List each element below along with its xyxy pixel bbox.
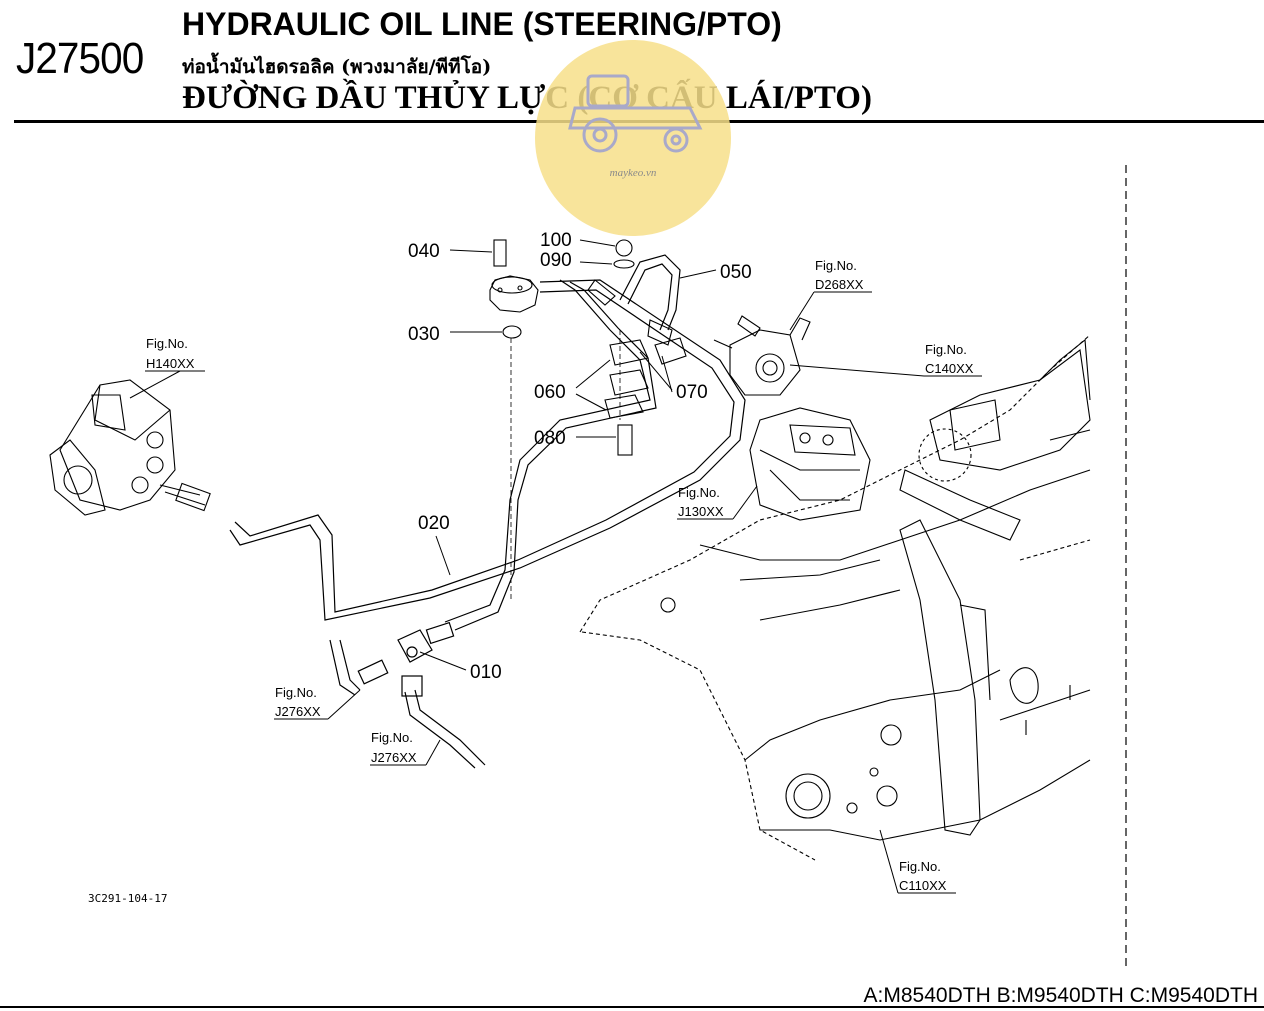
watermark-text: maykeo.vn bbox=[610, 167, 657, 179]
fig-label-j276-b: Fig.No. bbox=[371, 730, 413, 745]
fig-ref-h140: H140XX bbox=[146, 356, 195, 371]
part-label-080: 080 bbox=[534, 428, 566, 449]
part-label-060: 060 bbox=[534, 382, 566, 403]
figure-reference-labels: Fig.No. H140XX Fig.No. D268XX Fig.No. C1… bbox=[146, 258, 974, 893]
part-label-020: 020 bbox=[418, 513, 450, 534]
part-labels: 040 100 090 050 030 060 070 080 020 010 bbox=[408, 230, 752, 683]
flange-block bbox=[489, 239, 539, 339]
page-code: J27500 bbox=[16, 34, 144, 83]
part-label-070: 070 bbox=[676, 382, 708, 403]
fig-ref-c110: C110XX bbox=[899, 878, 947, 893]
fig-label-c140: Fig.No. bbox=[925, 342, 967, 357]
fig-ref-j276-a: J276XX bbox=[275, 704, 321, 719]
tee-fitting bbox=[357, 621, 455, 697]
fig-label-d268: Fig.No. bbox=[815, 258, 857, 273]
drawing-number: 3C291-104-17 bbox=[88, 892, 168, 905]
figure-references bbox=[129, 291, 982, 894]
fig-label-c110: Fig.No. bbox=[899, 859, 941, 874]
part-label-030: 030 bbox=[408, 324, 440, 345]
footer-rule bbox=[0, 1006, 1264, 1008]
fig-ref-j276-b: J276XX bbox=[371, 750, 417, 765]
part-label-050: 050 bbox=[720, 262, 752, 283]
part-label-100: 100 bbox=[540, 230, 572, 251]
fig-ref-j130: J130XX bbox=[678, 504, 724, 519]
fig-label-j130: Fig.No. bbox=[678, 485, 720, 500]
clamps bbox=[587, 239, 687, 456]
transmission-housing bbox=[579, 334, 1091, 861]
steering-unit bbox=[49, 379, 211, 516]
fig-ref-c140: C140XX bbox=[925, 361, 974, 376]
title-english: HYDRAULIC OIL LINE (STEERING/PTO) bbox=[182, 6, 782, 42]
title-thai: ท่อน้ำมันไฮดรอลิค (พวงมาลัย/พีทีโอ) bbox=[182, 56, 492, 78]
model-list: A:M8540DTH B:M9540DTH C:M9540DTH bbox=[863, 984, 1258, 1007]
part-label-010: 010 bbox=[470, 662, 502, 683]
fig-label-h140: Fig.No. bbox=[146, 336, 188, 351]
part-label-090: 090 bbox=[540, 250, 572, 271]
oil-lines bbox=[229, 254, 746, 769]
fig-label-j276-a: Fig.No. bbox=[275, 685, 317, 700]
part-label-040: 040 bbox=[408, 241, 440, 262]
relief-valve bbox=[713, 315, 811, 396]
title-vietnamese: ĐƯỜNG DẦU THỦY LỰC (CƠ CẤU LÁI/PTO) bbox=[182, 80, 872, 116]
fig-ref-d268: D268XX bbox=[815, 277, 864, 292]
watermark-logo: maykeo.vn bbox=[535, 40, 731, 236]
pto-valve-block bbox=[749, 407, 871, 521]
